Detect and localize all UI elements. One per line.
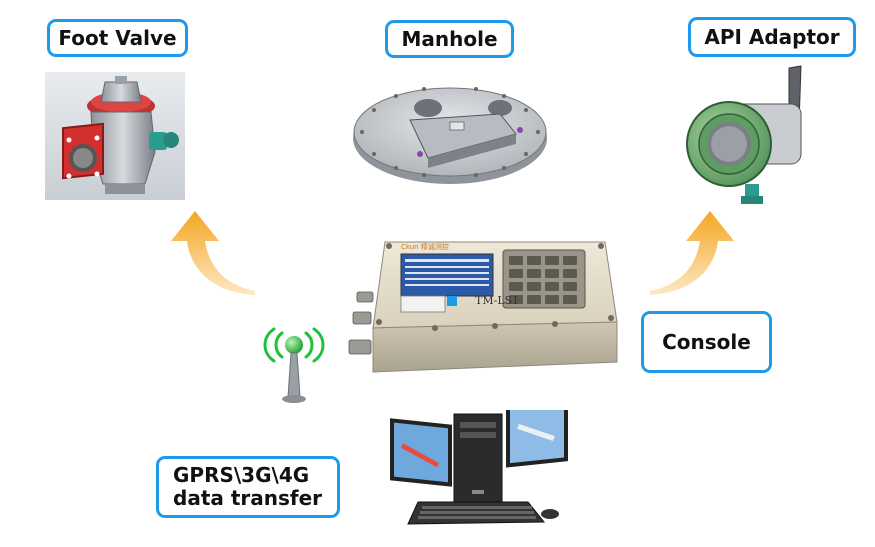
manhole-image — [350, 78, 550, 188]
data-transfer-line1: GPRS\3G\4G — [173, 463, 310, 487]
computer-image — [388, 410, 578, 540]
console-device: Ckun 精诚测控 TM-LS1 — [345, 232, 625, 382]
arrow-to-foot-valve — [165, 207, 265, 297]
manhole-label-text: Manhole — [401, 26, 498, 51]
antenna-icon — [256, 325, 332, 405]
api-adaptor-label: API Adaptor — [688, 17, 856, 57]
console-model: TM-LS1 — [475, 294, 520, 307]
api-adaptor-label-text: API Adaptor — [704, 24, 840, 49]
console-logo: Ckun 精诚测控 — [401, 243, 449, 251]
console-label: Console — [641, 311, 772, 373]
api-adaptor-image — [685, 64, 825, 216]
arrow-to-api-adaptor — [640, 207, 740, 297]
foot-valve-image — [45, 72, 185, 200]
data-transfer-line2: data transfer — [173, 486, 323, 510]
foot-valve-label-text: Foot Valve — [58, 25, 177, 50]
data-transfer-label: GPRS\3G\4G data transfer — [156, 456, 340, 518]
console-label-text: Console — [662, 329, 751, 354]
manhole-label: Manhole — [385, 20, 514, 58]
foot-valve-label: Foot Valve — [47, 19, 188, 57]
